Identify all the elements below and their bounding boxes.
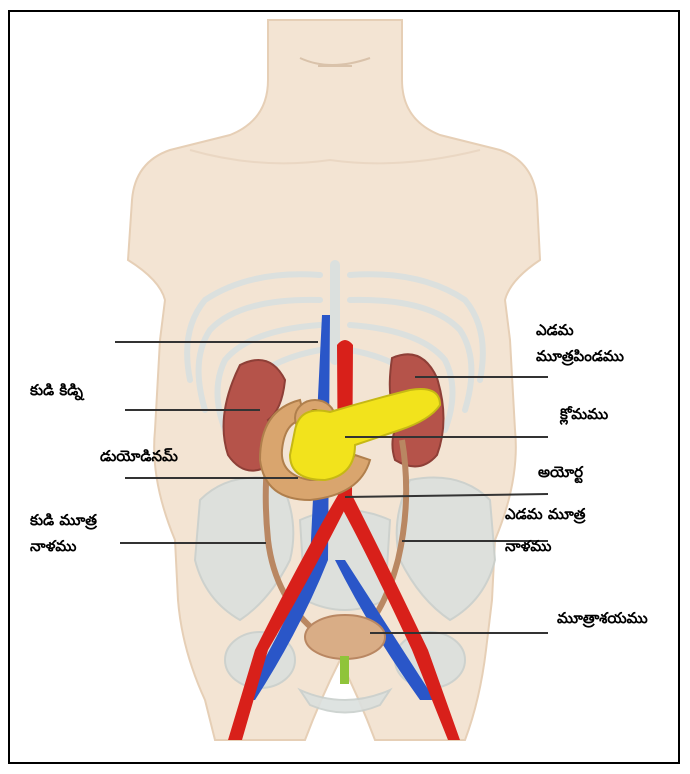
label-left-kidney-line2: మూత్రపిండము — [536, 346, 624, 366]
label-bladder: మూత్రాశయము — [557, 608, 648, 628]
label-right-kidney: కుడి కిడ్ని — [30, 380, 83, 400]
label-aorta: అయోర్ట — [538, 462, 583, 482]
label-left-kidney-line1: ఎడమ — [536, 320, 574, 340]
urethra — [340, 656, 349, 684]
label-right-ureter-line2: నాళము — [30, 536, 77, 556]
label-right-ureter-line1: కుడి మూత్ర — [30, 510, 97, 530]
label-pancreas: క్లోమము — [560, 404, 608, 424]
label-left-ureter-line1: ఎడమ మూత్ర — [505, 504, 585, 524]
bladder — [305, 615, 385, 659]
label-left-ureter-line2: నాళము — [505, 536, 552, 556]
label-duodenum: డుయోడినమ్ — [100, 446, 178, 466]
